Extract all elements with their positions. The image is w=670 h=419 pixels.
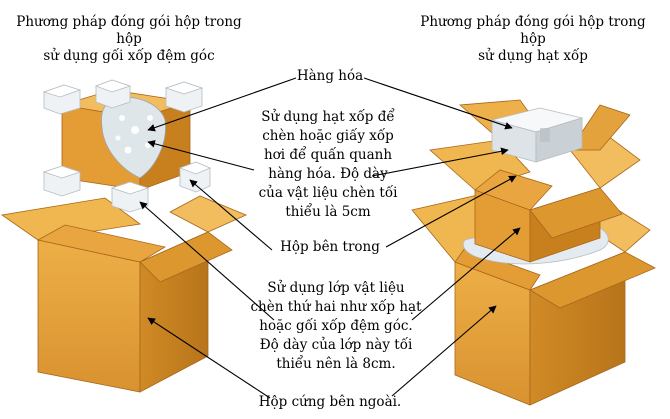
left-title-line1: Phương pháp đóng gói hộp trong hộp	[16, 14, 242, 47]
corner-foam-blocks	[42, 79, 212, 213]
right-title: Phương pháp đóng gói hộp trong hộp sử dụ…	[408, 14, 658, 65]
left-outer-box	[0, 195, 248, 393]
fill-line-2: chèn hoặc giấy xốp	[262, 128, 394, 144]
fill-line-1: Sử dụng hạt xốp để	[261, 109, 395, 125]
annotation-arrows	[139, 77, 521, 399]
second-line-2: chèn thứ hai như xốp hạt	[250, 299, 422, 315]
second-line-1: Sử dụng lớp vật liệu	[267, 280, 405, 296]
second-line-4: Độ dày của lớp này tối	[259, 337, 413, 353]
fill-line-3: hơi để quấn quanh	[263, 147, 393, 163]
right-title-line2: sử dụng hạt xốp	[478, 48, 588, 64]
second-layer-label: Sử dụng lớp vật liệu chèn thứ hai như xố…	[240, 279, 432, 374]
second-line-5: thiểu nên là 8cm.	[276, 356, 396, 372]
fill-line-5: của vật liệu chèn tối	[258, 185, 398, 201]
right-title-line1: Phương pháp đóng gói hộp trong hộp	[420, 14, 646, 47]
goods-item	[490, 107, 584, 163]
left-title: Phương pháp đóng gói hộp trong hộp sử dụ…	[4, 14, 254, 65]
goods-label: Hàng hóa	[296, 68, 364, 84]
inner-box-label: Hộp bên trong	[280, 239, 380, 255]
fill-material-label: Sử dụng hạt xốp để chèn hoặc giấy xốp hơ…	[244, 108, 412, 222]
outer-box-label: Hộp cứng bên ngoài.	[258, 394, 402, 410]
fill-line-4: hàng hóa. Độ dày	[268, 166, 388, 182]
left-title-line2: sử dụng gối xốp đệm góc	[43, 48, 215, 64]
second-line-3: hoặc gối xốp đệm góc.	[259, 318, 413, 334]
left-inner-box	[61, 89, 191, 191]
fill-line-6: thiểu là 5cm	[285, 204, 371, 220]
